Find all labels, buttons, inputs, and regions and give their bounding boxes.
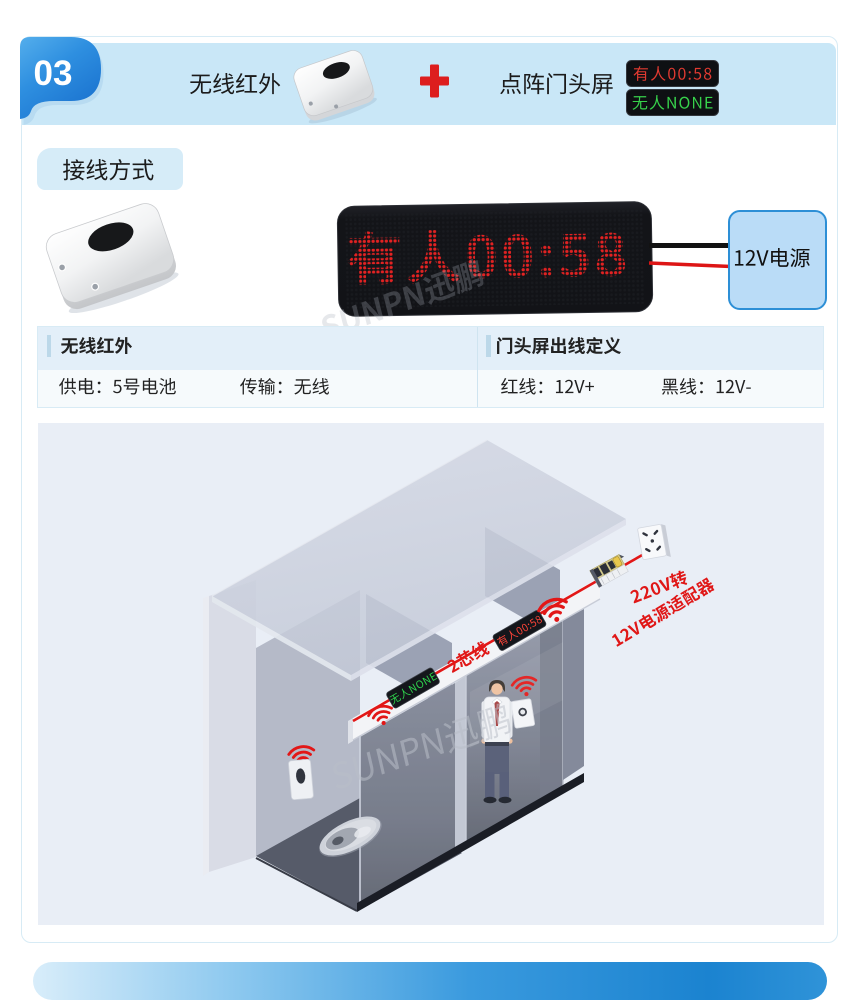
svg-text:03: 03 <box>34 54 73 93</box>
